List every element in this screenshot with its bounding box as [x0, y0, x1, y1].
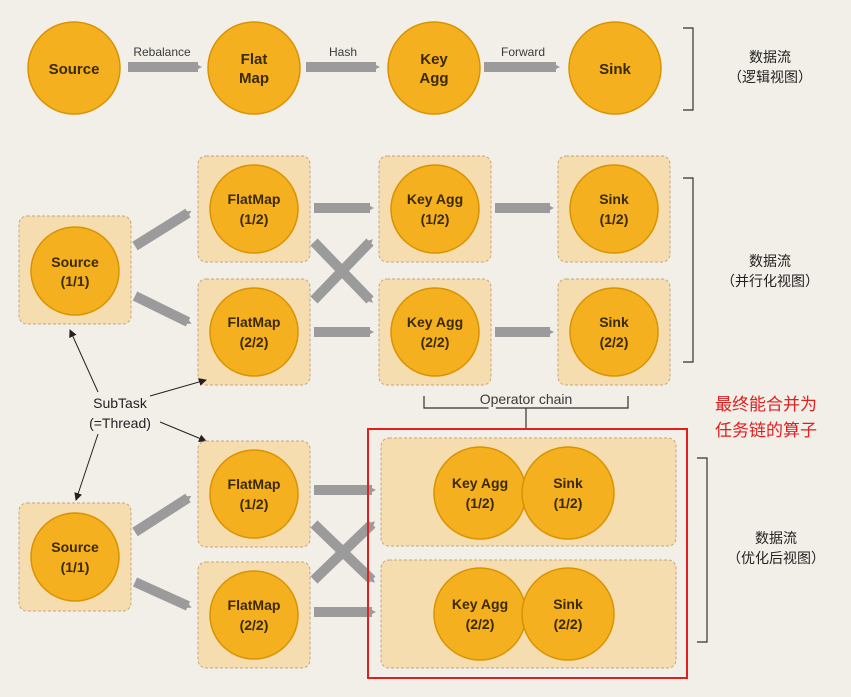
parallel-brace: [683, 177, 694, 363]
svg-text:Source: Source: [51, 539, 99, 555]
logical-node-source: Source: [27, 21, 121, 115]
optimized-node-sink-1: Sink (1/2): [521, 446, 615, 540]
edge-label-rebalance: Rebalance: [133, 45, 191, 59]
parallel-node-keyagg-2: Key Agg (2/2): [390, 287, 480, 377]
svg-text:Sink: Sink: [599, 61, 631, 78]
logical-edge-rebalance: Rebalance: [128, 45, 202, 72]
svg-text:(2/2): (2/2): [240, 617, 269, 633]
note-line-2: 任务链的算子: [715, 421, 817, 441]
parallel-node-sink-2: Sink (2/2): [569, 287, 659, 377]
logical-edge-forward: Forward: [484, 45, 560, 72]
logical-node-keyagg: Key Agg: [387, 21, 481, 115]
svg-text:FlatMap: FlatMap: [228, 314, 281, 330]
optimized-edges: [132, 485, 376, 617]
svg-text:(2/2): (2/2): [554, 616, 583, 632]
svg-text:Agg: Agg: [419, 70, 448, 87]
subtask-thread-label: (=Thread): [89, 415, 151, 431]
optimized-node-keyagg-2: Key Agg (2/2): [433, 567, 527, 661]
parallel-node-flatmap-2: FlatMap (2/2): [209, 287, 299, 377]
parallel-node-sink-1: Sink (1/2): [569, 164, 659, 254]
parallel-node-keyagg-1: Key Agg (1/2): [390, 164, 480, 254]
optimized-label-title: 数据流: [755, 531, 797, 547]
logical-node-sink: Sink: [568, 21, 662, 115]
svg-text:Sink: Sink: [553, 596, 583, 612]
subtask-label: SubTask: [93, 395, 148, 411]
note-line-1: 最终能合并为: [715, 395, 817, 415]
optimized-view: Source (1/1) FlatMap (1/2) FlatMap (2/2)…: [18, 428, 825, 679]
logical-brace: [683, 27, 694, 111]
parallel-view: Source (1/1) FlatMap (1/2) FlatMap (2/2)…: [18, 155, 819, 386]
svg-text:(2/2): (2/2): [600, 334, 629, 350]
optimized-node-sink-2: Sink (2/2): [521, 567, 615, 661]
optimized-brace: [697, 457, 708, 643]
logical-view: Rebalance Hash Forward Source Flat Map K…: [27, 21, 812, 115]
svg-text:(1/1): (1/1): [61, 273, 90, 289]
svg-text:Map: Map: [239, 70, 269, 87]
parallel-label-title: 数据流: [749, 254, 791, 270]
logical-label-subtitle: （逻辑视图）: [728, 70, 812, 86]
svg-text:(1/2): (1/2): [240, 496, 269, 512]
edge-label-forward: Forward: [501, 45, 545, 59]
edge-label-hash: Hash: [329, 45, 357, 59]
svg-text:(2/2): (2/2): [240, 334, 269, 350]
operator-chain: Operator chain: [423, 388, 629, 428]
subtask-annotation: SubTask (=Thread): [69, 329, 207, 501]
svg-text:(1/2): (1/2): [421, 211, 450, 227]
svg-text:Key Agg: Key Agg: [452, 596, 508, 612]
svg-text:Source: Source: [49, 61, 100, 78]
svg-text:FlatMap: FlatMap: [228, 597, 281, 613]
svg-text:Key Agg: Key Agg: [407, 191, 463, 207]
operator-chain-label: Operator chain: [480, 391, 573, 407]
svg-text:Key Agg: Key Agg: [452, 475, 508, 491]
logical-node-flatmap: Flat Map: [207, 21, 301, 115]
svg-text:Sink: Sink: [599, 314, 629, 330]
parallel-node-flatmap-1: FlatMap (1/2): [209, 164, 299, 254]
svg-text:Key Agg: Key Agg: [407, 314, 463, 330]
svg-text:Sink: Sink: [599, 191, 629, 207]
svg-text:(1/2): (1/2): [240, 211, 269, 227]
optimized-node-flatmap-1: FlatMap (1/2): [209, 449, 299, 539]
svg-text:Sink: Sink: [553, 475, 583, 491]
svg-text:(1/2): (1/2): [600, 211, 629, 227]
logical-edge-hash: Hash: [306, 45, 380, 72]
optimized-node-keyagg-1: Key Agg (1/2): [433, 446, 527, 540]
parallel-node-source: Source (1/1): [30, 226, 120, 316]
svg-text:(2/2): (2/2): [466, 616, 495, 632]
svg-text:Key: Key: [420, 51, 448, 68]
svg-text:(1/1): (1/1): [61, 559, 90, 575]
svg-text:FlatMap: FlatMap: [228, 191, 281, 207]
optimized-label-subtitle: （优化后视图）: [727, 551, 825, 567]
svg-text:Flat: Flat: [241, 51, 268, 68]
parallel-edges: [132, 203, 554, 337]
optimized-node-flatmap-2: FlatMap (2/2): [209, 570, 299, 660]
svg-text:(2/2): (2/2): [421, 334, 450, 350]
svg-text:(1/2): (1/2): [554, 495, 583, 511]
logical-label-title: 数据流: [749, 50, 791, 66]
parallel-label-subtitle: （并行化视图）: [721, 274, 819, 290]
svg-text:(1/2): (1/2): [466, 495, 495, 511]
optimized-node-source: Source (1/1): [30, 512, 120, 602]
operator-chain-highlight: [367, 428, 688, 679]
svg-text:Source: Source: [51, 254, 99, 270]
svg-text:FlatMap: FlatMap: [228, 476, 281, 492]
